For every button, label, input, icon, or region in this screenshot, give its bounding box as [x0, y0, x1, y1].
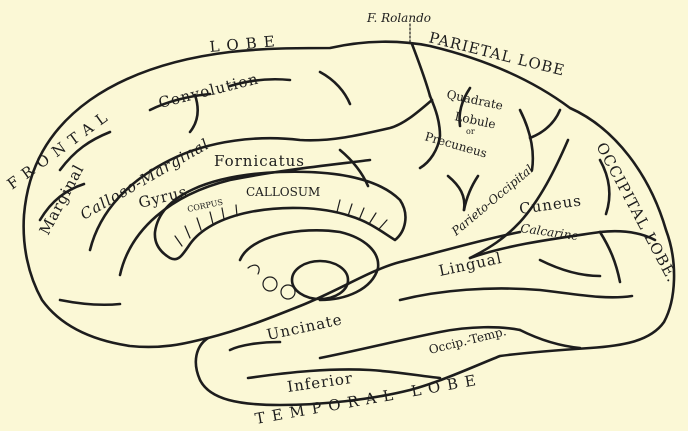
central-fissure-stub — [412, 44, 430, 96]
label-marginal: Marginal — [36, 161, 88, 238]
label-f-rolando: F. Rolando — [366, 11, 431, 25]
small-nucleus-2 — [281, 285, 295, 299]
label-callosum: CALLOSUM — [246, 185, 320, 199]
label-corpus: CORPUS — [187, 198, 224, 214]
fornix-curve — [240, 230, 378, 300]
label-lobe-frontal: LOBE — [209, 32, 283, 56]
collateral-sulcus — [400, 288, 632, 300]
small-nucleus-1 — [263, 277, 277, 291]
label-lingual: Lingual — [437, 249, 504, 280]
label-parietal-lobe: PARIETAL LOBE — [427, 28, 567, 79]
label-fornicatus: Fornicatus — [214, 152, 305, 170]
precuneus-sulcus-3 — [448, 176, 464, 210]
frontal-sulcus-6 — [60, 300, 120, 305]
frontal-sulcus-5 — [320, 72, 350, 104]
label-convolution: Convolution — [157, 70, 261, 112]
lingual-sulcus — [540, 260, 600, 276]
temporal-sulcus-1 — [230, 342, 280, 350]
precuneus-sulcus-2 — [520, 110, 533, 170]
temporal-sulcus-2 — [520, 330, 580, 348]
temporal-lobe-boundary — [208, 232, 520, 338]
calcarine-branch — [600, 232, 620, 282]
parietal-sulcus — [530, 110, 560, 138]
brain-outline — [24, 42, 674, 405]
optic-curve — [248, 265, 259, 274]
label-quadrate: Quadrate — [445, 87, 504, 113]
label-or: or — [466, 127, 475, 136]
label-frontal: FRONTAL — [4, 105, 117, 194]
label-lobule: Lobule — [453, 109, 497, 131]
thalamus-oval — [292, 261, 348, 299]
label-cuneus: Cuneus — [518, 191, 583, 218]
